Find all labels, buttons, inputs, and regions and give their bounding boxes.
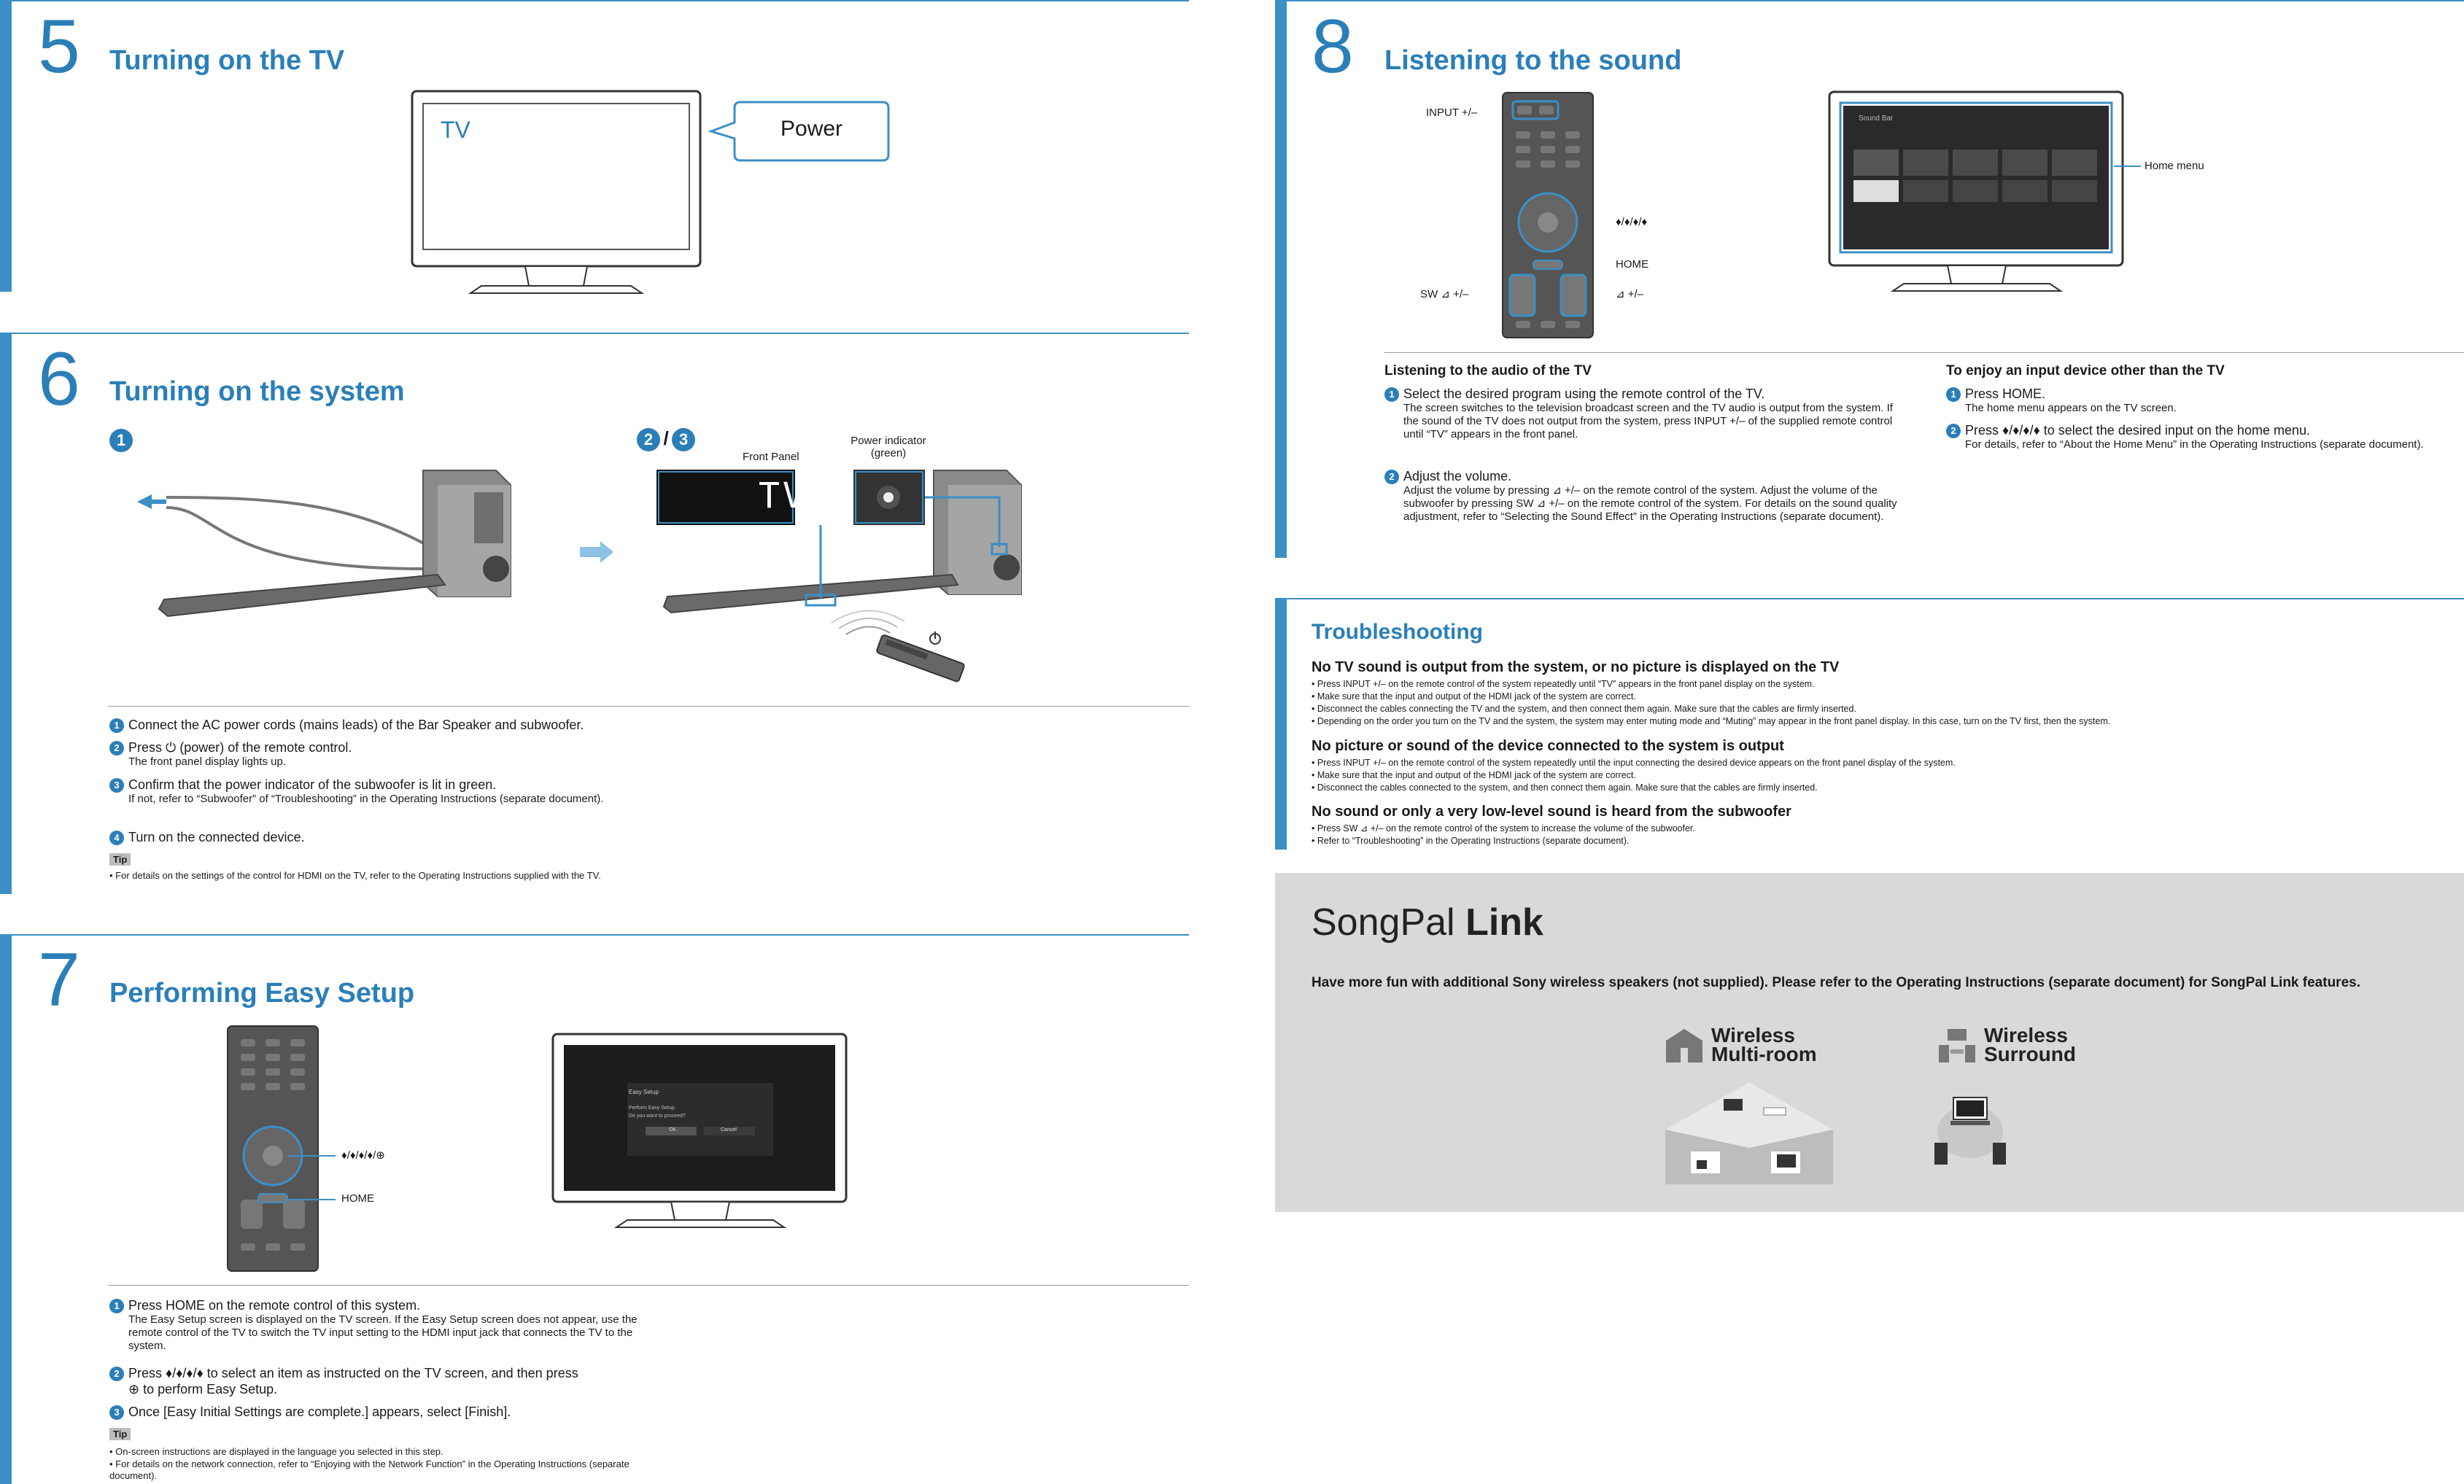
figure-marker-1: 1: [109, 429, 133, 452]
tip-text-2: • For details on the network connection,…: [109, 1458, 629, 1481]
screen-ok-button: OK: [669, 1127, 677, 1133]
troubleshooting-title: Troubleshooting: [1312, 620, 1483, 644]
tip-text-1: • On-screen instructions are displayed i…: [109, 1446, 443, 1457]
arrow-keys-label: ♦/♦/♦/♦/⊕: [341, 1149, 385, 1162]
remote-control-illustration: [1502, 92, 1594, 338]
trouble-list-1: • Press INPUT +/– on the remote control …: [1312, 679, 2111, 726]
trouble-list-2: • Press INPUT +/– on the remote control …: [1312, 758, 1956, 793]
input-label: INPUT +/–: [1426, 106, 1478, 119]
surround-label: Wireless Surround: [1984, 1024, 2076, 1065]
surround-icon: [1939, 1029, 1975, 1063]
right-heading: To enjoy an input device other than the …: [1946, 363, 2225, 378]
volume-label: ⊿ +/–: [1616, 288, 1644, 300]
step-number: 5: [38, 4, 80, 89]
next-arrow-icon: [580, 541, 613, 563]
tv-power-illustration: [411, 90, 890, 294]
step-number: 8: [1312, 4, 1354, 89]
home-screen-title: Sound Bar: [1859, 114, 1894, 123]
tip-badge: Tip: [109, 1428, 131, 1441]
front-panel-display: TV: [759, 475, 807, 516]
section-title: Performing Easy Setup: [109, 978, 415, 1009]
songpal-link-panel: SongPal Link Have more fun with addition…: [1275, 873, 2464, 1212]
songpal-logo: SongPal Link: [1312, 901, 1543, 944]
songpal-description: Have more fun with additional Sony wirel…: [1312, 975, 2360, 990]
trouble-list-3: • Press SW ⊿ +/– on the remote control o…: [1312, 823, 1695, 846]
home-menu-tv-illustration: [1828, 90, 2141, 292]
trouble-heading-2: No picture or sound of the device connec…: [1312, 738, 1784, 754]
system-on-illustration: [656, 470, 1022, 683]
front-panel-label: Front Panel: [743, 451, 799, 463]
connect-power-illustration: [137, 470, 511, 618]
trouble-heading-1: No TV sound is output from the system, o…: [1312, 659, 1840, 675]
trouble-heading-3: No sound or only a very low-level sound …: [1312, 804, 1791, 820]
home-label: HOME: [1616, 258, 1649, 271]
home-menu-label: Home menu: [2145, 160, 2204, 172]
surround-setup-illustration: [1934, 1097, 2006, 1165]
power-indicator-label: Power indicator (green): [851, 435, 926, 459]
arrow-keys-label: ♦/♦/♦/♦: [1616, 216, 1648, 228]
tip-badge: Tip: [109, 853, 131, 866]
section-title: Turning on the TV: [109, 45, 345, 76]
remote-control-illustration: [227, 1025, 319, 1272]
screen-line-1: Perform Easy Setup.: [629, 1106, 676, 1111]
step-number: 7: [38, 938, 80, 1022]
section-title: Listening to the sound: [1384, 45, 1682, 76]
power-bubble-label: Power: [780, 117, 843, 141]
sw-volume-label: SW ⊿ +/–: [1420, 288, 1469, 300]
easy-setup-tv-illustration: [551, 1033, 848, 1228]
screen-line-2: Do you want to proceed?: [629, 1114, 686, 1119]
tip-text: • For details on the settings of the con…: [109, 870, 601, 881]
figure-marker-23: 2 / 3: [637, 427, 696, 451]
multi-room-icon: [1666, 1029, 1702, 1063]
section-title: Turning on the system: [109, 376, 405, 407]
home-label: HOME: [341, 1192, 374, 1205]
left-heading: Listening to the audio of the TV: [1384, 363, 1592, 378]
screen-cancel-button: Cancel: [721, 1127, 737, 1133]
tv-screen-label: TV: [441, 117, 470, 143]
multi-room-label: Wireless Multi-room: [1711, 1024, 1817, 1065]
callout-lines: [288, 1155, 336, 1200]
multi-room-house-illustration: [1665, 1082, 1833, 1184]
step-number: 6: [38, 337, 80, 421]
screen-title: Easy Setup: [629, 1089, 659, 1095]
